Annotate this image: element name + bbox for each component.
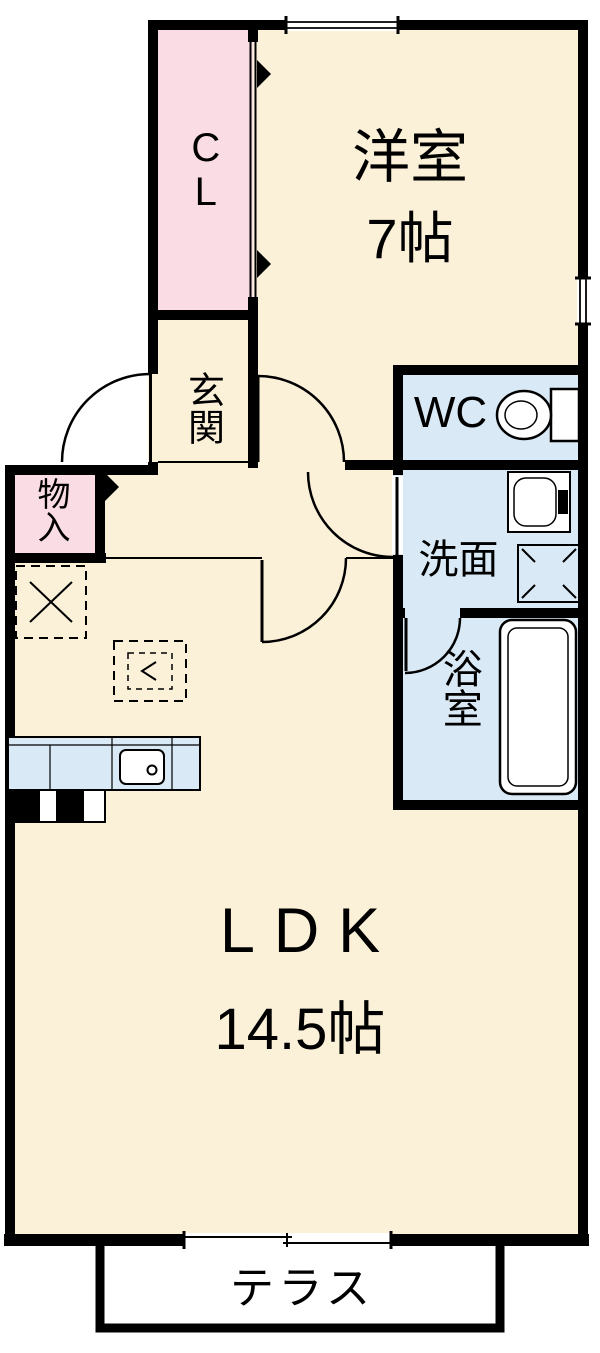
entrance-door-swing-arc	[60, 372, 151, 463]
storage-door-mark-icon	[105, 473, 119, 501]
washroom-door-swing-arc	[306, 471, 394, 559]
label-washroom: 洗面	[418, 538, 499, 582]
label-wc: WC	[413, 388, 488, 437]
label-ldk: LDK	[219, 896, 400, 966]
washing-machine-pan-icon	[517, 544, 581, 603]
label-western-room-size: 7帖	[366, 207, 454, 270]
window-terrace-sliding-icon	[182, 1231, 393, 1249]
kitchen-counter	[7, 736, 201, 823]
doors	[60, 372, 462, 675]
sink-icon	[507, 471, 571, 533]
room-storage-floor	[5, 465, 105, 560]
window-right-icon	[575, 276, 591, 326]
label-western-room: 洋室	[351, 125, 468, 190]
window-top-icon	[284, 16, 400, 34]
label-terrace: テラス	[230, 1264, 375, 1313]
furniture-space-icon	[113, 640, 187, 702]
bathtub-icon	[498, 618, 578, 796]
label-bathroom: 浴室	[436, 648, 481, 728]
ldk-door-swing-arc	[261, 557, 348, 644]
label-closet: CL	[183, 126, 228, 214]
bedroom-door-swing-arc	[257, 374, 346, 463]
closet-sliding-door-icon	[249, 42, 271, 297]
bathroom-door-swing-arc	[404, 617, 462, 675]
kitchen-faucet-icon	[146, 764, 158, 776]
kitchen-sink-icon	[119, 749, 165, 785]
toilet-icon	[495, 387, 581, 443]
room-closet-floor	[148, 20, 253, 315]
refrigerator-space-icon	[15, 565, 87, 639]
label-storage: 物入	[32, 477, 70, 543]
label-entrance: 玄関	[182, 371, 224, 445]
label-ldk-size: 14.5帖	[214, 997, 386, 1062]
